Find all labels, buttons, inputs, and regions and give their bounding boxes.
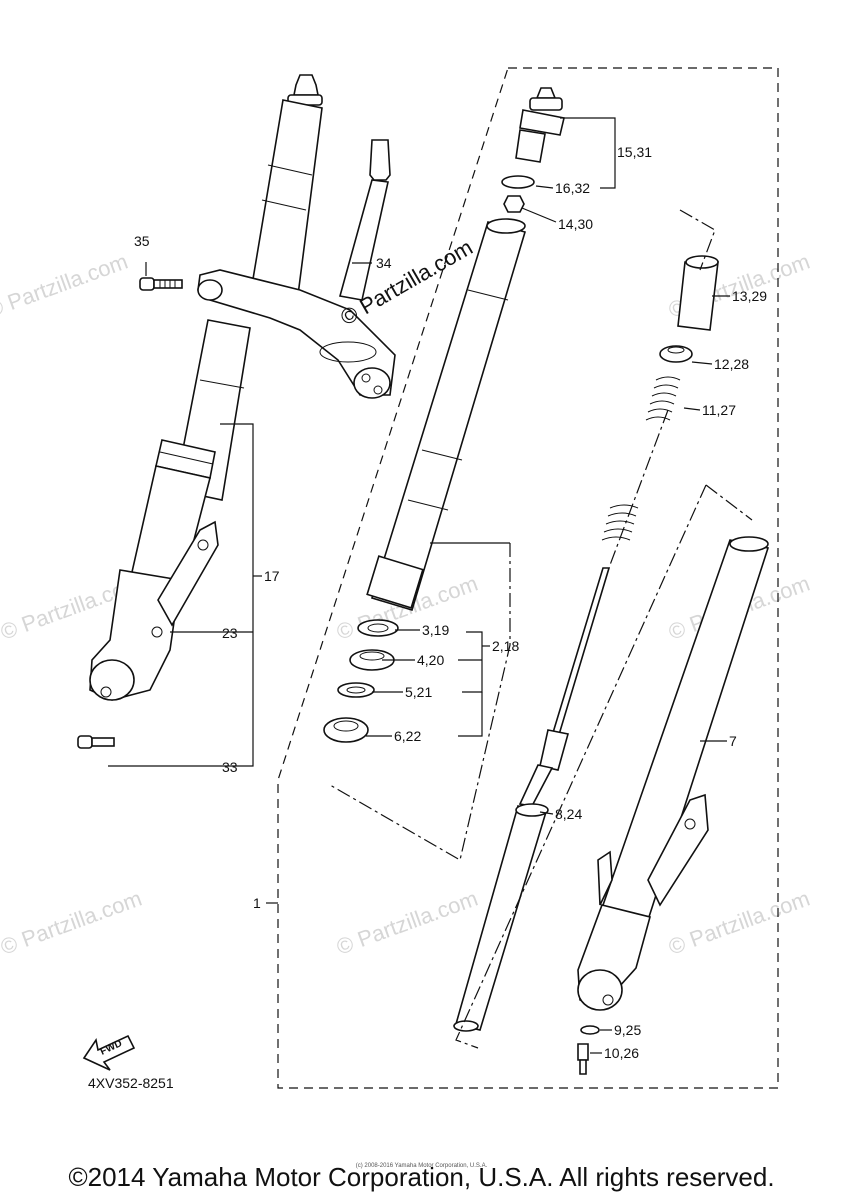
- part-label: 10,26: [604, 1045, 639, 1061]
- bolt-35: [139, 277, 183, 291]
- under-bracket: [197, 139, 396, 399]
- watermark-text: © Partzilla.com: [333, 886, 481, 960]
- copyright-notice: ©2014 Yamaha Motor Corporation, U.S.A. A…: [68, 1162, 775, 1192]
- part-label: 34: [376, 255, 392, 271]
- small-credit: (c) 2008-2016 Yamaha Motor Corporation, …: [355, 1163, 488, 1169]
- spring-group: [601, 255, 719, 541]
- part-label: 16,32: [555, 180, 590, 196]
- assembly-boundary: [277, 67, 779, 1089]
- complete-fork-assembly: [89, 74, 323, 701]
- spring-lower: [601, 504, 639, 541]
- watermark-text: © Partzilla.com: [0, 886, 145, 960]
- bolt-33: [77, 735, 115, 749]
- fwd-arrow-icon: FWD: [82, 1034, 136, 1071]
- inner-tube-group: [323, 87, 565, 743]
- part-label: 6,22: [394, 728, 421, 744]
- part-label: 11,27: [702, 402, 736, 418]
- part-labels: 35 34 17 23 33 15,31 16,32 14,30 13,29 1…: [134, 144, 767, 1061]
- watermark-text: © Partzilla.com: [665, 886, 813, 960]
- damper-rod-group: [453, 567, 611, 1032]
- watermark-text: © Partzilla.com: [0, 249, 131, 323]
- part-label: 14,30: [558, 216, 593, 232]
- bottom-bolt-group: [577, 1025, 600, 1075]
- part-label: 12,28: [714, 356, 749, 372]
- diagram-code: 4XV352-8251: [88, 1075, 174, 1091]
- part-label: 23: [222, 625, 238, 641]
- leader-lines: [108, 117, 753, 1054]
- part-label: 8,24: [555, 806, 582, 822]
- part-label: 3,19: [422, 622, 449, 638]
- part-label: 33: [222, 759, 238, 775]
- part-label: 2,18: [492, 638, 519, 654]
- part-label: 4,20: [417, 652, 444, 668]
- part-label: 9,25: [614, 1022, 641, 1038]
- spring-upper: [645, 376, 681, 421]
- part-label: 35: [134, 233, 150, 249]
- part-label: 1: [253, 895, 261, 911]
- part-label: 17: [264, 568, 280, 584]
- outer-tube-7: [577, 536, 770, 1011]
- part-label: 7: [729, 733, 737, 749]
- part-label: 13,29: [732, 288, 767, 304]
- part-label: 15,31: [617, 144, 652, 160]
- part-label: 5,21: [405, 684, 432, 700]
